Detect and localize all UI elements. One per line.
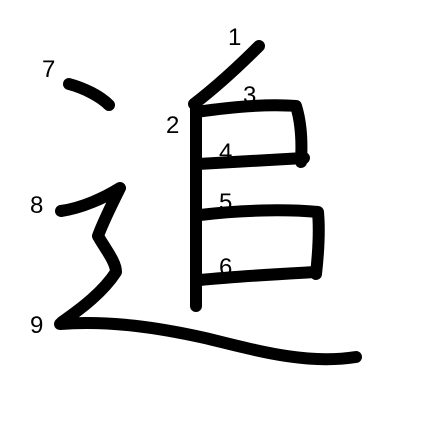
stroke-number-8: 8 bbox=[30, 192, 43, 219]
stroke-6 bbox=[194, 266, 322, 286]
stroke-1 bbox=[188, 40, 265, 110]
stroke-order-labels: 1 2 3 4 5 6 7 8 9 bbox=[30, 24, 256, 339]
stroke-3 bbox=[190, 99, 308, 168]
stroke-number-2: 2 bbox=[166, 112, 179, 139]
stroke-number-3: 3 bbox=[243, 82, 256, 109]
stroke-number-5: 5 bbox=[219, 189, 232, 216]
stroke-8 bbox=[55, 182, 126, 328]
character-strokes bbox=[54, 40, 362, 366]
stroke-9 bbox=[54, 316, 362, 366]
stroke-number-4: 4 bbox=[219, 139, 232, 166]
stroke-number-6: 6 bbox=[219, 254, 232, 281]
stroke-5 bbox=[194, 204, 325, 280]
stroke-number-9: 9 bbox=[30, 312, 43, 339]
stroke-7 bbox=[63, 78, 115, 111]
stroke-number-1: 1 bbox=[228, 24, 241, 51]
stroke-4 bbox=[192, 152, 310, 170]
stroke-number-7: 7 bbox=[42, 56, 55, 83]
